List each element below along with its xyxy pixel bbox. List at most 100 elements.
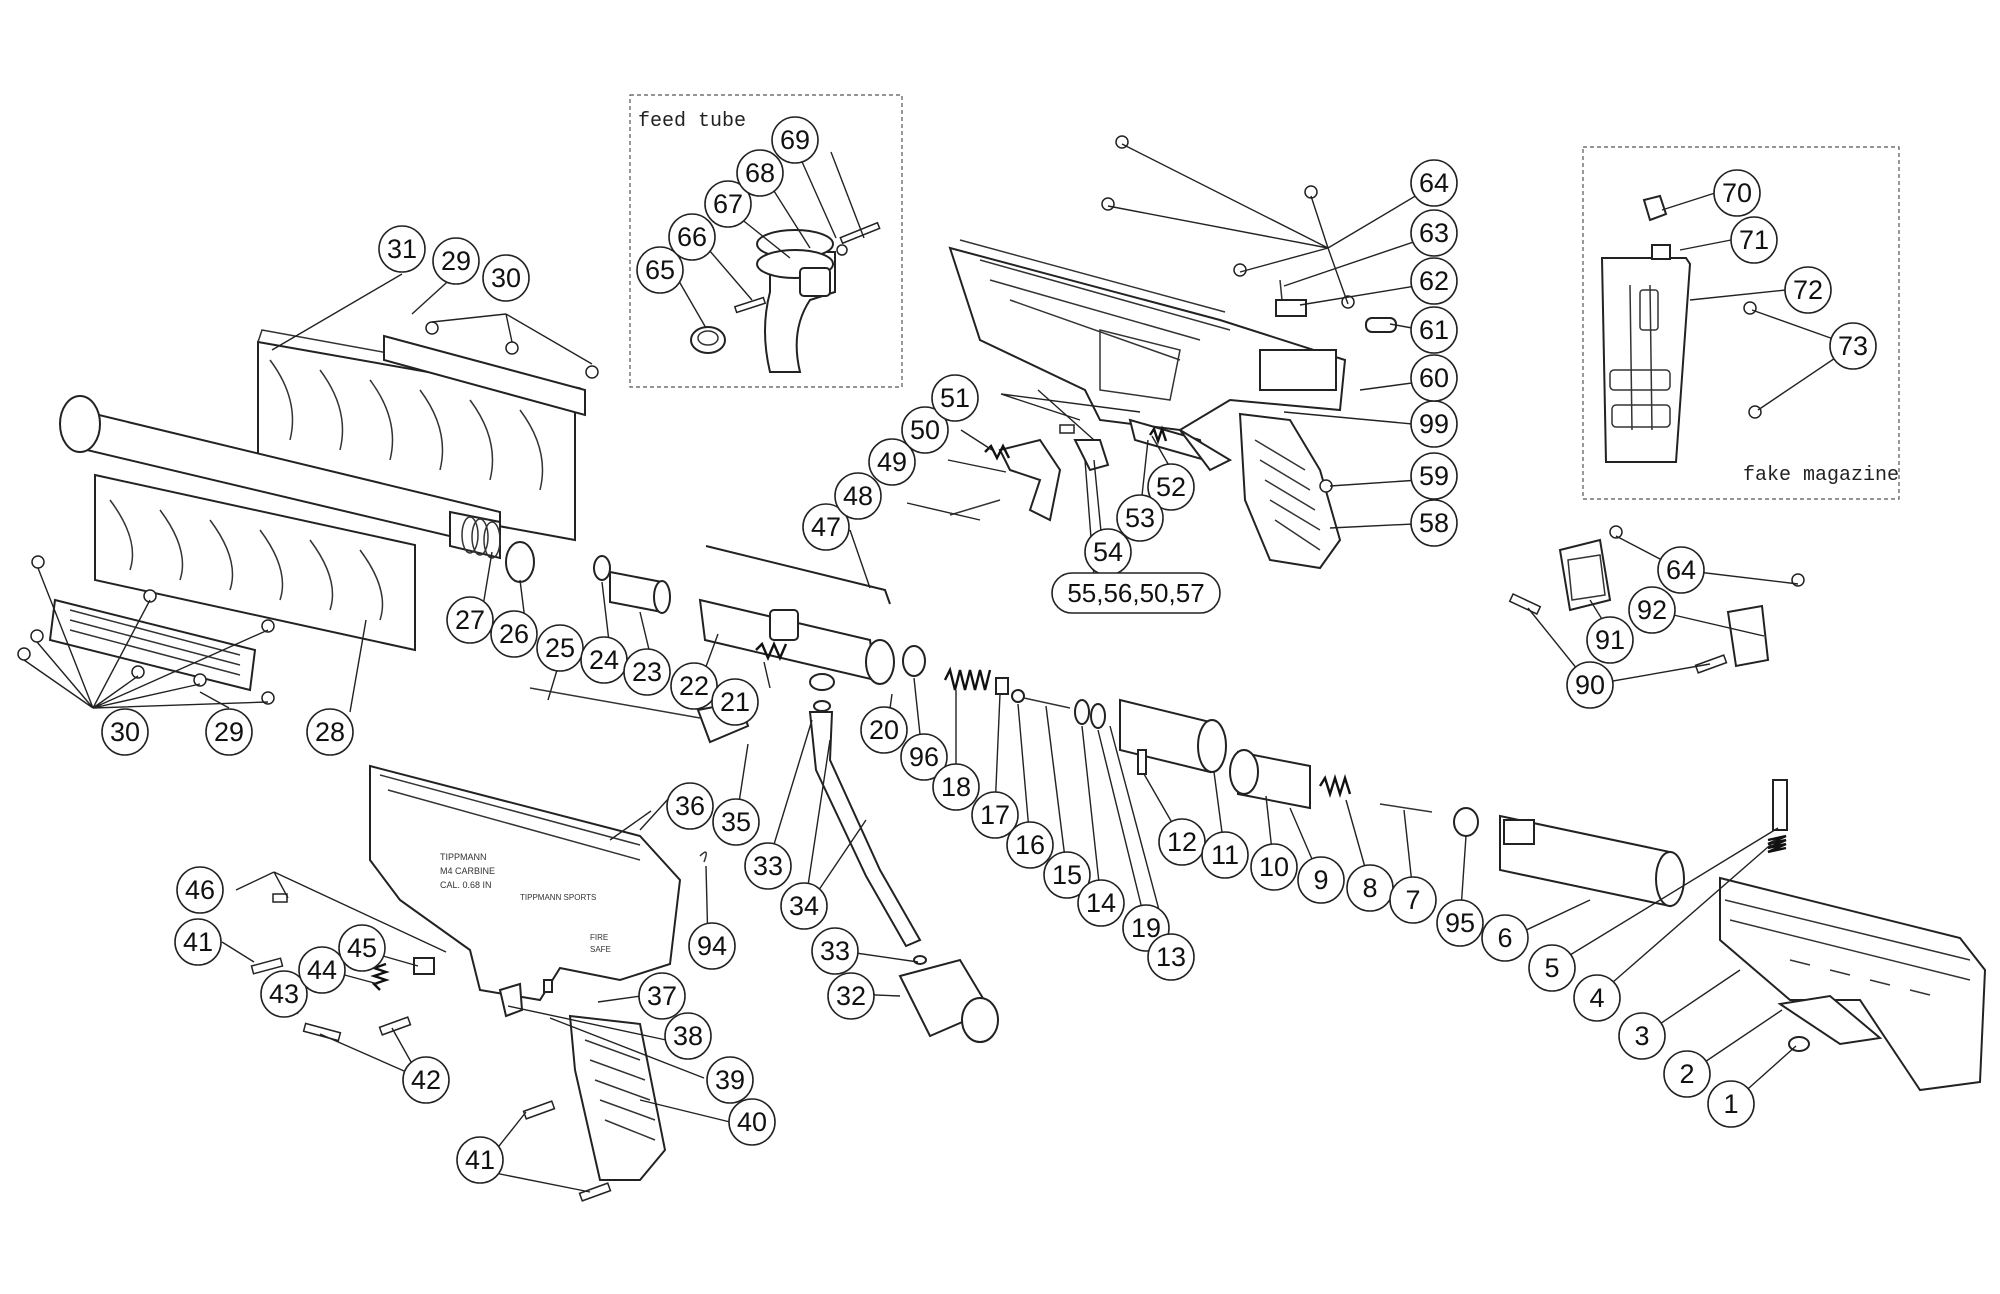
stock	[1719, 779, 1987, 1092]
callout-73: 73	[1829, 322, 1877, 370]
callout-24: 24	[580, 636, 628, 684]
callout-47: 47	[802, 503, 850, 551]
receiver-fire: FIRE	[590, 933, 608, 942]
upper-receiver	[948, 135, 1397, 432]
svg-text:64: 64	[1419, 168, 1449, 198]
callout-61: 61	[1410, 306, 1458, 354]
callout-68: 68	[736, 149, 784, 197]
screws-30	[17, 555, 275, 705]
callout-52: 52	[1147, 463, 1195, 511]
callout-49: 49	[868, 438, 916, 486]
callout-91: 91	[1586, 616, 1634, 664]
callout-60: 60	[1410, 354, 1458, 402]
side-rail-29	[48, 598, 257, 692]
svg-text:6: 6	[1497, 923, 1512, 953]
barrel	[59, 395, 501, 560]
svg-text:15: 15	[1052, 860, 1082, 890]
callout-72: 72	[1784, 266, 1832, 314]
svg-text:34: 34	[789, 891, 819, 921]
svg-text:1: 1	[1723, 1089, 1738, 1119]
callout-69: 69	[771, 116, 819, 164]
callout-3: 3	[1618, 1012, 1666, 1060]
svg-text:59: 59	[1419, 461, 1449, 491]
callout-20: 20	[860, 706, 908, 754]
svg-text:61: 61	[1419, 315, 1449, 345]
svg-text:5: 5	[1544, 953, 1559, 983]
receiver-caliber: CAL. 0.68 IN	[440, 880, 492, 890]
pistol-grip-40	[568, 1014, 667, 1181]
callout-28: 28	[306, 708, 354, 756]
svg-text:9: 9	[1313, 865, 1328, 895]
svg-text:3: 3	[1634, 1021, 1649, 1051]
svg-text:36: 36	[675, 791, 705, 821]
callout-35: 35	[712, 798, 760, 846]
svg-text:94: 94	[697, 931, 727, 961]
o-ring-26	[505, 541, 535, 583]
svg-text:8: 8	[1362, 873, 1377, 903]
grip-58	[1238, 412, 1342, 570]
svg-text:47: 47	[811, 512, 841, 542]
callout-46: 46	[176, 866, 224, 914]
svg-text:68: 68	[745, 158, 775, 188]
svg-text:49: 49	[877, 447, 907, 477]
ring-24	[593, 555, 611, 581]
callout-36: 36	[666, 782, 714, 830]
callout-65: 65	[636, 246, 684, 294]
callout-31: 31	[378, 225, 426, 273]
callout-30-left: 30	[101, 708, 149, 756]
svg-text:72: 72	[1793, 275, 1823, 305]
svg-text:90: 90	[1575, 670, 1605, 700]
cylinder-23	[609, 570, 671, 614]
receiver-sports: TIPPMANN SPORTS	[520, 893, 596, 902]
svg-text:19: 19	[1131, 913, 1161, 943]
svg-text:13: 13	[1156, 942, 1186, 972]
svg-text:58: 58	[1419, 508, 1449, 538]
svg-text:31: 31	[387, 234, 417, 264]
callout-38: 38	[664, 1012, 712, 1060]
callout-11: 11	[1201, 831, 1249, 879]
callout-12: 12	[1158, 818, 1206, 866]
callouts: 31 29 30 30 29 28 27 26 25 24 23 22 21 4…	[101, 116, 1877, 1184]
buffer-tube-6	[1499, 814, 1685, 908]
callout-39: 39	[706, 1056, 754, 1104]
callout-32: 32	[827, 972, 875, 1020]
callout-53: 53	[1116, 494, 1164, 542]
lower-small-parts	[250, 851, 707, 1202]
sights	[1508, 525, 1805, 674]
svg-text:38: 38	[673, 1021, 703, 1051]
callout-96: 96	[900, 733, 948, 781]
svg-text:32: 32	[836, 981, 866, 1011]
svg-text:55,56,50,57: 55,56,50,57	[1067, 578, 1204, 608]
svg-text:41: 41	[183, 927, 213, 957]
callout-33-bottom: 33	[811, 927, 859, 975]
svg-text:7: 7	[1405, 885, 1420, 915]
svg-text:44: 44	[307, 955, 337, 985]
svg-text:11: 11	[1211, 840, 1239, 870]
fake-magazine-inset: fake magazine	[1582, 146, 1900, 500]
svg-text:28: 28	[315, 717, 345, 747]
svg-text:26: 26	[499, 619, 529, 649]
svg-text:20: 20	[869, 715, 899, 745]
svg-text:41: 41	[465, 1145, 495, 1175]
svg-text:71: 71	[1739, 225, 1769, 255]
svg-text:30: 30	[491, 263, 521, 293]
callout-29-left: 29	[205, 708, 253, 756]
callout-90: 90	[1566, 661, 1614, 709]
callout-95: 95	[1436, 899, 1484, 947]
callout-48: 48	[834, 472, 882, 520]
svg-text:29: 29	[441, 246, 471, 276]
svg-text:69: 69	[780, 125, 810, 155]
receiver-safe: SAFE	[590, 945, 611, 954]
callout-13: 13	[1147, 933, 1195, 981]
part-32	[898, 958, 999, 1043]
callout-41-left: 41	[174, 918, 222, 966]
callout-66: 66	[668, 213, 716, 261]
callout-27: 27	[446, 596, 494, 644]
callout-1: 1	[1707, 1080, 1755, 1128]
callout-41-bottom: 41	[456, 1136, 504, 1184]
callout-92: 92	[1628, 586, 1676, 634]
spring-21	[755, 640, 788, 662]
tube-22	[698, 598, 895, 685]
fake-magazine-title: fake magazine	[1743, 464, 1899, 487]
